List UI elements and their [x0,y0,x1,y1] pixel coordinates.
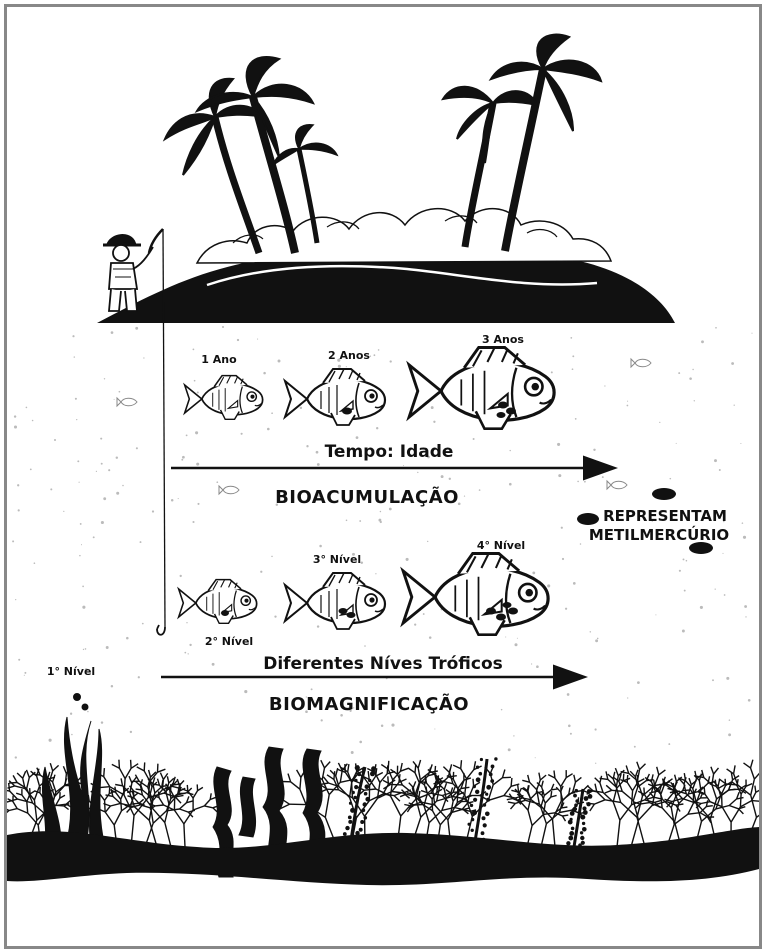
legend-line-1: REPRESENTAM [603,507,727,525]
mercury-dot-icon [577,513,599,525]
diagram-frame: 1 Ano 2 Anos 3 Anos Tempo: Idade BIOACUM… [4,4,762,949]
fisherman-icon [103,229,165,635]
seabed [7,694,759,886]
trophic-label-1: 1° Nível [47,665,95,678]
trophic-label-3: 3° Nível [313,553,361,566]
trophic-label-2: 2° Nível [205,635,253,648]
time-arrow-label: Tempo: Idade [325,442,454,462]
fish-icon [285,369,385,425]
fish-icon [185,376,263,420]
age-label-3: 3 Anos [482,333,524,346]
age-label-2: 2 Anos [328,349,370,362]
food-chain-diagram: 1 Ano 2 Anos 3 Anos Tempo: Idade BIOACUM… [7,7,759,946]
fish-icon [179,580,257,624]
legend-line-2: METILMERCÚRIO [589,525,729,544]
fish-icon [285,573,385,629]
trophic-arrow-label: Diferentes Níves Tróficos [263,654,503,674]
biomagnification-section: 1° Nível 2° Nível 3° Nível 4° Nível Dife… [47,539,583,715]
bioaccumulation-section: 1 Ano 2 Anos 3 Anos Tempo: Idade BIOACUM… [171,333,613,508]
age-label-1: 1 Ano [201,353,237,366]
fish-icon [409,348,554,429]
island [97,209,675,323]
background-fish [117,359,651,494]
mercury-dot-icon [652,488,676,500]
trophic-label-4: 4° Nível [477,539,525,552]
mercury-legend: REPRESENTAM METILMERCÚRIO [577,488,729,554]
bioaccumulation-title: BIOACUMULAÇÃO [275,485,459,508]
fish-icon [403,554,548,635]
biomagnification-title: BIOMAGNIFICAÇÃO [269,692,469,715]
